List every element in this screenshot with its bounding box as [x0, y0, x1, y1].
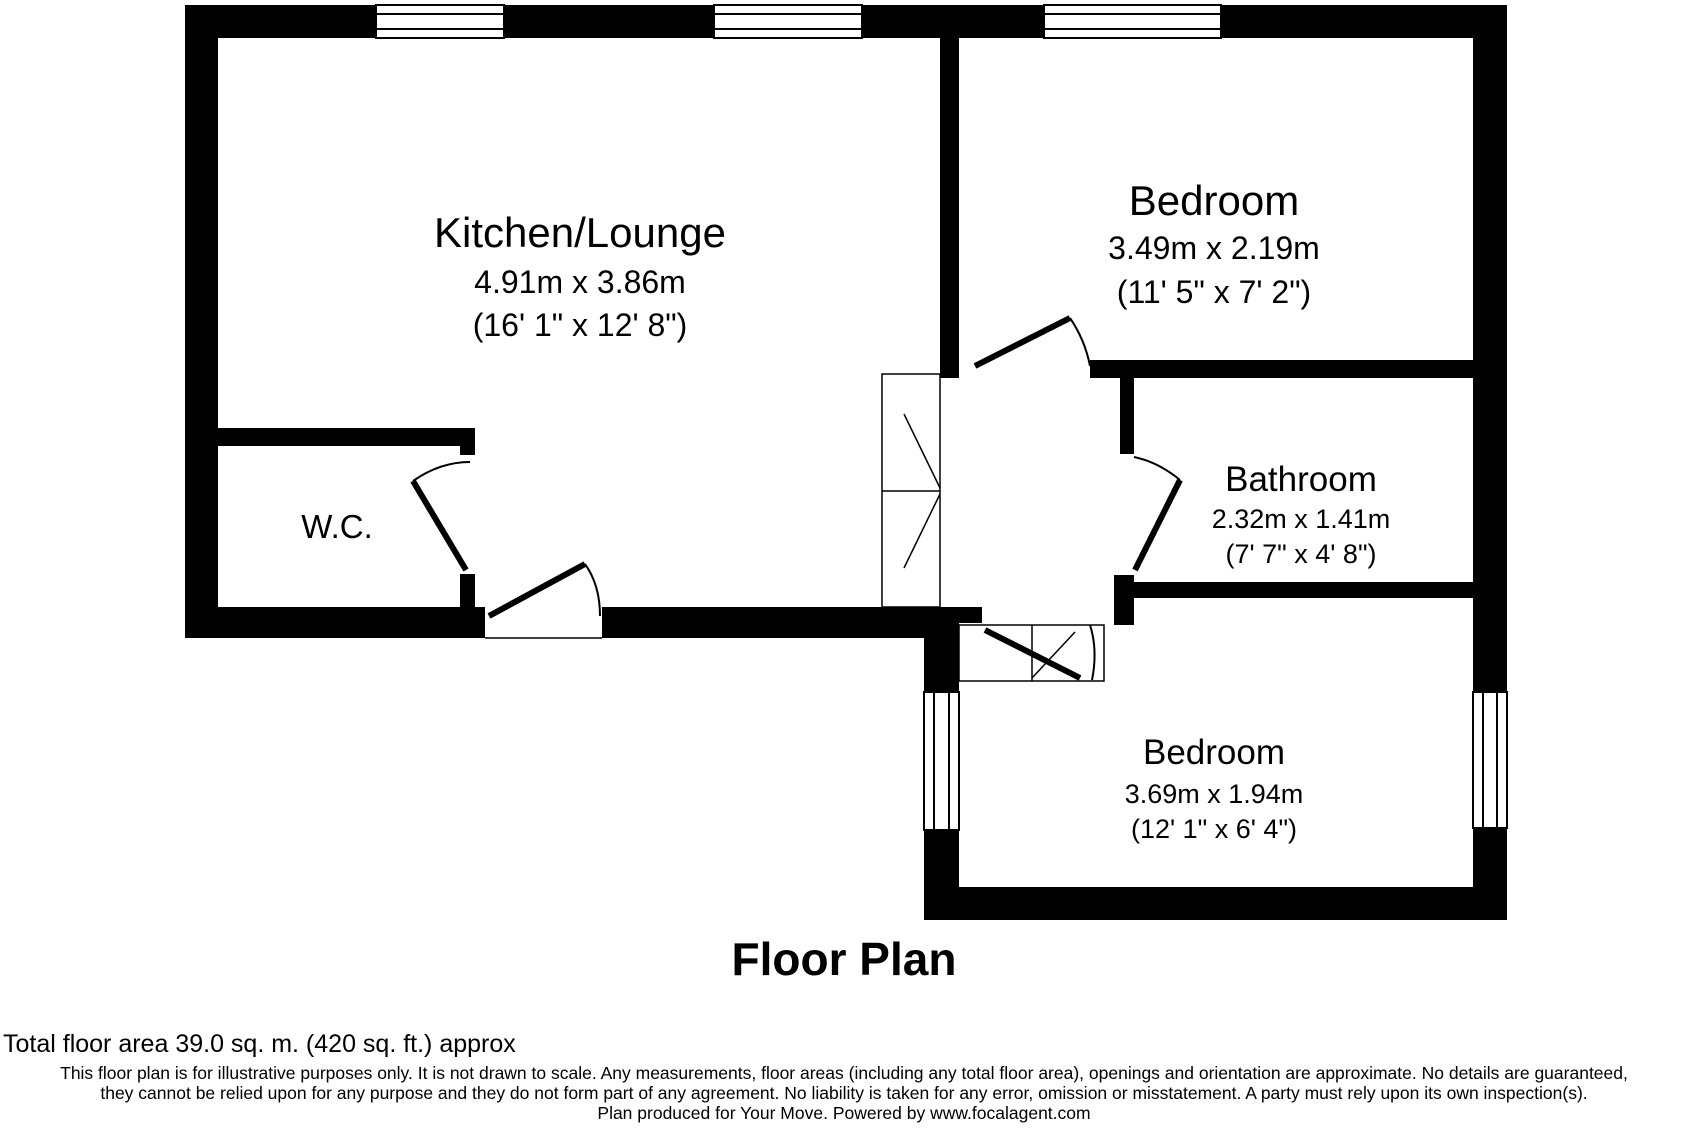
- wall-bathroom-left-upper: [1120, 378, 1134, 454]
- floor-plan-drawing: Kitchen/Lounge 4.91m x 3.86m (16' 1" x 1…: [185, 4, 1508, 920]
- room-name-wc: W.C.: [301, 508, 373, 545]
- windows: [375, 4, 1508, 831]
- disclaimer-line-1: This floor plan is for illustrative purp…: [60, 1063, 1628, 1083]
- produced-by: Plan produced for Your Move. Powered by …: [597, 1103, 1091, 1123]
- bathroom-door: [1132, 456, 1183, 572]
- wall-divider-kitchen-bedroom: [940, 38, 959, 378]
- doors: [410, 315, 1183, 682]
- wall-wc-top: [218, 428, 475, 446]
- room-metric-kitchen-lounge: 4.91m x 3.86m: [474, 264, 686, 300]
- disclaimer: This floor plan is for illustrative purp…: [0, 1063, 1688, 1123]
- room-metric-bedroom-2: 3.69m x 1.94m: [1125, 779, 1304, 809]
- window-bedroom-2-left: [923, 691, 960, 831]
- bedroom2-door: [958, 624, 1105, 682]
- wall-wc-right-upper: [460, 428, 475, 455]
- window-kitchen-1: [375, 4, 505, 39]
- window-bedroom-2-right: [1472, 691, 1508, 829]
- wc-door: [410, 461, 471, 572]
- room-name-bathroom: Bathroom: [1225, 460, 1377, 499]
- wall-bottom-left: [185, 607, 485, 638]
- window-bedroom-1: [1043, 4, 1222, 39]
- room-name-bedroom-2: Bedroom: [1143, 733, 1285, 772]
- entrance-door: [485, 561, 602, 639]
- window-kitchen-2: [713, 4, 863, 39]
- wall-hall-stub: [940, 607, 982, 623]
- room-imperial-bedroom-2: (12' 1" x 6' 4"): [1131, 814, 1297, 844]
- wall-wc-right-lower: [460, 574, 475, 638]
- wall-bottom-mid: [602, 607, 940, 638]
- plan-title: Floor Plan: [731, 933, 957, 985]
- room-imperial-bathroom: (7' 7" x 4' 8"): [1225, 539, 1376, 569]
- room-labels: Kitchen/Lounge 4.91m x 3.86m (16' 1" x 1…: [301, 177, 1390, 844]
- disclaimer-line-2: they cannot be relied upon for any purpo…: [100, 1083, 1588, 1103]
- room-name-kitchen-lounge: Kitchen/Lounge: [434, 209, 726, 256]
- wall-left: [185, 5, 218, 638]
- wall-bathroom-bottom: [1120, 582, 1473, 598]
- room-name-bedroom-1: Bedroom: [1129, 177, 1299, 224]
- cupboard: [881, 373, 941, 608]
- room-imperial-kitchen-lounge: (16' 1" x 12' 8"): [473, 307, 688, 343]
- total-floor-area: Total floor area 39.0 sq. m. (420 sq. ft…: [3, 1030, 516, 1058]
- wall-bedroom2-bottom: [924, 887, 1507, 920]
- room-metric-bathroom: 2.32m x 1.41m: [1212, 504, 1391, 534]
- bedroom1-door: [973, 315, 1091, 369]
- room-metric-bedroom-1: 3.49m x 2.19m: [1108, 230, 1320, 266]
- room-imperial-bedroom-1: (11' 5" x 7' 2"): [1117, 274, 1311, 310]
- walls: [185, 5, 1507, 920]
- wall-bedroom-bathroom: [1090, 360, 1473, 378]
